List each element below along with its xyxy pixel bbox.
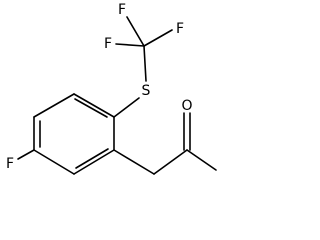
ring-bond-2 [33,93,75,118]
bond-carbonyl-methyl [186,149,217,171]
fluorine-label-top-left: F [118,2,126,18]
bond-cf3-f-top-left [126,16,145,47]
propanone-chain [113,112,217,175]
ring-bond-1 [73,93,115,118]
trifluoromethyl-group [115,16,173,82]
bond-ring-ch2 [113,149,155,175]
bond-cf3-f-top-right [143,29,173,47]
sulfur-label: S [142,83,151,99]
ring-bond-4 [33,149,75,175]
bond-ch2-carbonyl [153,149,188,175]
bond-ring-fluorine [17,149,35,160]
ring-bond-5 [73,149,115,175]
ring-double-bond-c [75,148,109,169]
bond-sulfur-ring [113,97,140,118]
fluorine-label-top-right: F [176,21,184,37]
bond-cf3-sulfur [143,45,147,82]
benzene-ring [33,93,115,175]
ring-double-bond-a [74,98,108,118]
molecule-structure: F F F S O F [6,2,217,175]
fluorine-label-ring: F [6,156,14,172]
fluorine-label-mid: F [104,36,112,52]
oxygen-label: O [181,98,192,114]
bond-cf3-f-mid [115,43,145,47]
